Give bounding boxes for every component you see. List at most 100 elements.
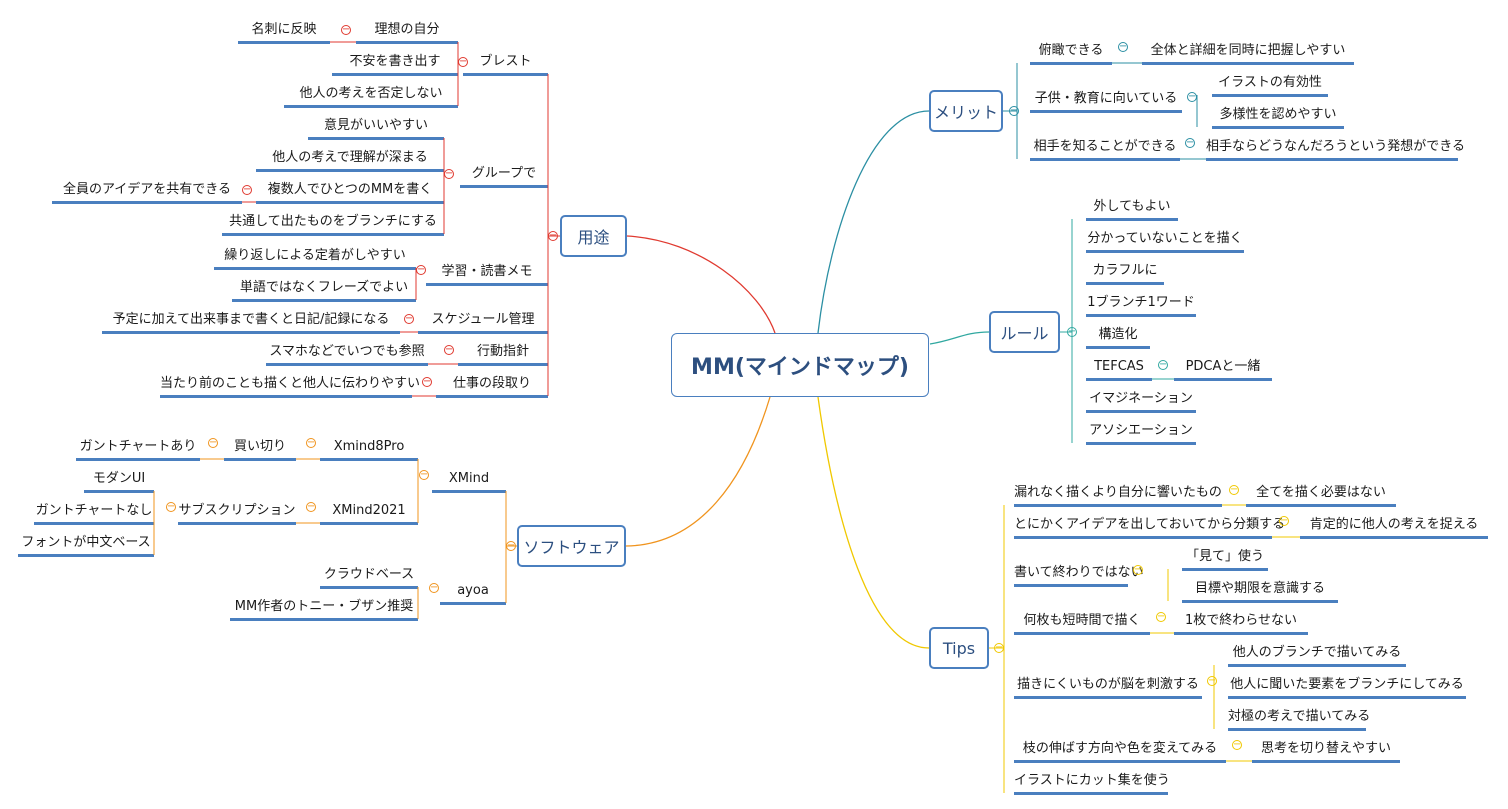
topic-label[interactable]: ayoa [457,583,489,598]
branch-curve [817,396,930,649]
collapse-toggle-icon[interactable]: − [419,469,429,480]
topic-label[interactable]: 漏れなく描くより自分に響いたもの [1014,485,1222,500]
collapse-toggle-icon[interactable]: − [166,501,176,512]
branch-merit[interactable]: メリット [929,90,1003,132]
collapse-toggle-icon[interactable]: − [1067,326,1077,337]
topic-label[interactable]: サブスクリプション [178,503,296,518]
topic-label[interactable]: 描きにくいものが脳を刺激する [1017,677,1199,692]
topic-label[interactable]: 他人のブランチで描いてみる [1232,645,1402,660]
topic-label[interactable]: 単語ではなくフレーズでよい [239,280,409,295]
topic-label[interactable]: 名刺に反映 [251,22,317,37]
topic-label[interactable]: 複数人でひとつのMMを書く [267,182,433,197]
topic-label[interactable]: 子供・教育に向いている [1034,91,1178,106]
topic-label[interactable]: 他人の考えを否定しない [299,86,443,101]
topic-label[interactable]: 全てを描く必要はない [1256,485,1386,500]
topic-label[interactable]: 思考を切り替えやすい [1260,741,1391,756]
topic-label[interactable]: カラフルに [1092,263,1158,278]
collapse-toggle-icon[interactable]: − [1185,137,1195,148]
topic-label[interactable]: 分かっていないことを描く [1087,231,1243,246]
topic-label[interactable]: 他人に聞いた要素をブランチにしてみる [1230,677,1464,692]
topic-label[interactable]: 全員のアイデアを共有できる [62,182,232,197]
collapse-toggle-icon[interactable]: − [242,184,252,195]
topic-label[interactable]: PDCAと一緒 [1185,359,1261,374]
branch-tips[interactable]: Tips [929,627,989,669]
collapse-toggle-icon[interactable]: − [1232,739,1242,750]
topic-label[interactable]: イラストの有効性 [1218,75,1322,90]
central-topic[interactable]: MM(マインドマップ) [671,333,929,397]
topic-label[interactable]: 他人の考えで理解が深まる [272,150,428,165]
topic-label[interactable]: 外してもよい [1093,199,1171,214]
topic-label[interactable]: 買い切り [233,439,286,454]
collapse-toggle-icon[interactable]: − [306,437,316,448]
topic-label[interactable]: ガントチャートなし [35,503,153,518]
topic-label[interactable]: 理想の自分 [374,22,440,37]
topic-label[interactable]: スマホなどでいつでも参照 [269,344,425,359]
topic-label[interactable]: TEFCAS [1094,359,1144,374]
collapse-toggle-icon[interactable]: − [306,501,316,512]
collapse-toggle-icon[interactable]: − [429,582,439,593]
collapse-toggle-icon[interactable]: − [1156,611,1166,622]
branch-software[interactable]: ソフトウェア [517,525,626,567]
topic-label[interactable]: 繰り返しによる定着がしやすい [224,248,406,263]
topic-label[interactable]: 不安を書き出す [349,54,441,69]
collapse-toggle-icon[interactable]: − [1133,564,1143,575]
topic-label[interactable]: 1枚で終わらせない [1184,613,1297,628]
topic-label[interactable]: 肯定的に他人の考えを捉える [1309,517,1479,532]
collapse-toggle-icon[interactable]: − [1187,91,1197,102]
collapse-toggle-icon[interactable]: − [1009,105,1019,116]
topic-label[interactable]: XMind2021 [332,503,406,518]
topic-label[interactable]: 枝の伸ばす方向や色を変えてみる [1022,741,1218,756]
collapse-toggle-icon[interactable]: − [548,230,558,241]
topic-label[interactable]: イマジネーション [1089,391,1193,406]
collapse-toggle-icon[interactable]: − [1158,359,1168,370]
topic-label[interactable]: フォントが中文ベース [21,535,151,550]
topic-label[interactable]: 何枚も短時間で描く [1023,613,1141,628]
topic-label[interactable]: モダンUI [92,471,146,486]
collapse-toggle-icon[interactable]: − [416,264,426,275]
topic-label[interactable]: グループで [471,166,537,181]
topic-label[interactable]: 当たり前のことも描くと他人に伝わりやすい [160,376,421,391]
topic-label[interactable]: クラウドベース [323,567,415,582]
collapse-toggle-icon[interactable]: − [1279,515,1289,526]
collapse-toggle-icon[interactable]: − [1118,41,1128,52]
topic-label[interactable]: 俯瞰できる [1038,43,1104,58]
branch-use[interactable]: 用途 [560,215,627,257]
topic-label[interactable]: 多様性を認めやすい [1219,107,1337,122]
collapse-toggle-icon[interactable]: − [444,168,454,179]
collapse-toggle-icon[interactable]: − [422,376,432,387]
topic-label[interactable]: 対極の考えで描いてみる [1228,709,1371,724]
collapse-toggle-icon[interactable]: − [506,540,516,551]
topic-label[interactable]: Xmind8Pro [333,439,405,454]
branch-rule[interactable]: ルール [989,311,1060,353]
topic-label[interactable]: ガントチャートあり [79,439,197,454]
collapse-toggle-icon[interactable]: − [1229,484,1239,495]
topic-label[interactable]: 「見て」使う [1185,549,1264,564]
topic-label[interactable]: 全体と詳細を同時に把握しやすい [1150,43,1346,58]
topic-label[interactable]: アソシエーション [1089,423,1193,438]
collapse-toggle-icon[interactable]: − [1207,675,1217,686]
collapse-toggle-icon[interactable]: − [444,344,454,355]
topic-label[interactable]: 意見がいいやすい [323,118,428,133]
collapse-toggle-icon[interactable]: − [458,56,468,67]
topic-label[interactable]: イラストにカット集を使う [1014,773,1170,788]
topic-label[interactable]: 行動指針 [476,344,529,359]
topic-label[interactable]: 書いて終わりではない [1014,565,1144,580]
topic-label[interactable]: ブレスト [479,54,532,69]
topic-label[interactable]: スケジュール管理 [431,312,535,327]
collapse-toggle-icon[interactable]: − [208,437,218,448]
topic-label[interactable]: 仕事の段取り [452,376,531,391]
topic-label[interactable]: 相手を知ることができる [1033,139,1177,154]
collapse-toggle-icon[interactable]: − [994,642,1004,653]
collapse-toggle-icon[interactable]: − [341,24,351,35]
topic-label[interactable]: 構造化 [1098,327,1138,342]
topic-label[interactable]: 1ブランチ1ワード [1087,295,1195,310]
collapse-toggle-icon[interactable]: − [404,313,414,324]
topic-label[interactable]: 学習・読書メモ [441,264,533,279]
topic-label[interactable]: 予定に加えて出来事まで書くと日記/記録になる [112,312,390,327]
topic-label[interactable]: XMind [448,471,490,486]
topic-label[interactable]: 相手ならどうなんだろうという発想ができる [1206,139,1465,154]
topic-label[interactable]: MM作者のトニー・ブザン推奨 [234,599,414,614]
topic-label[interactable]: 目標や期限を意識する [1194,581,1325,596]
topic-label[interactable]: とにかくアイデアを出しておいてから分類する [1014,517,1286,532]
topic-label[interactable]: 共通して出たものをブランチにする [229,214,437,229]
